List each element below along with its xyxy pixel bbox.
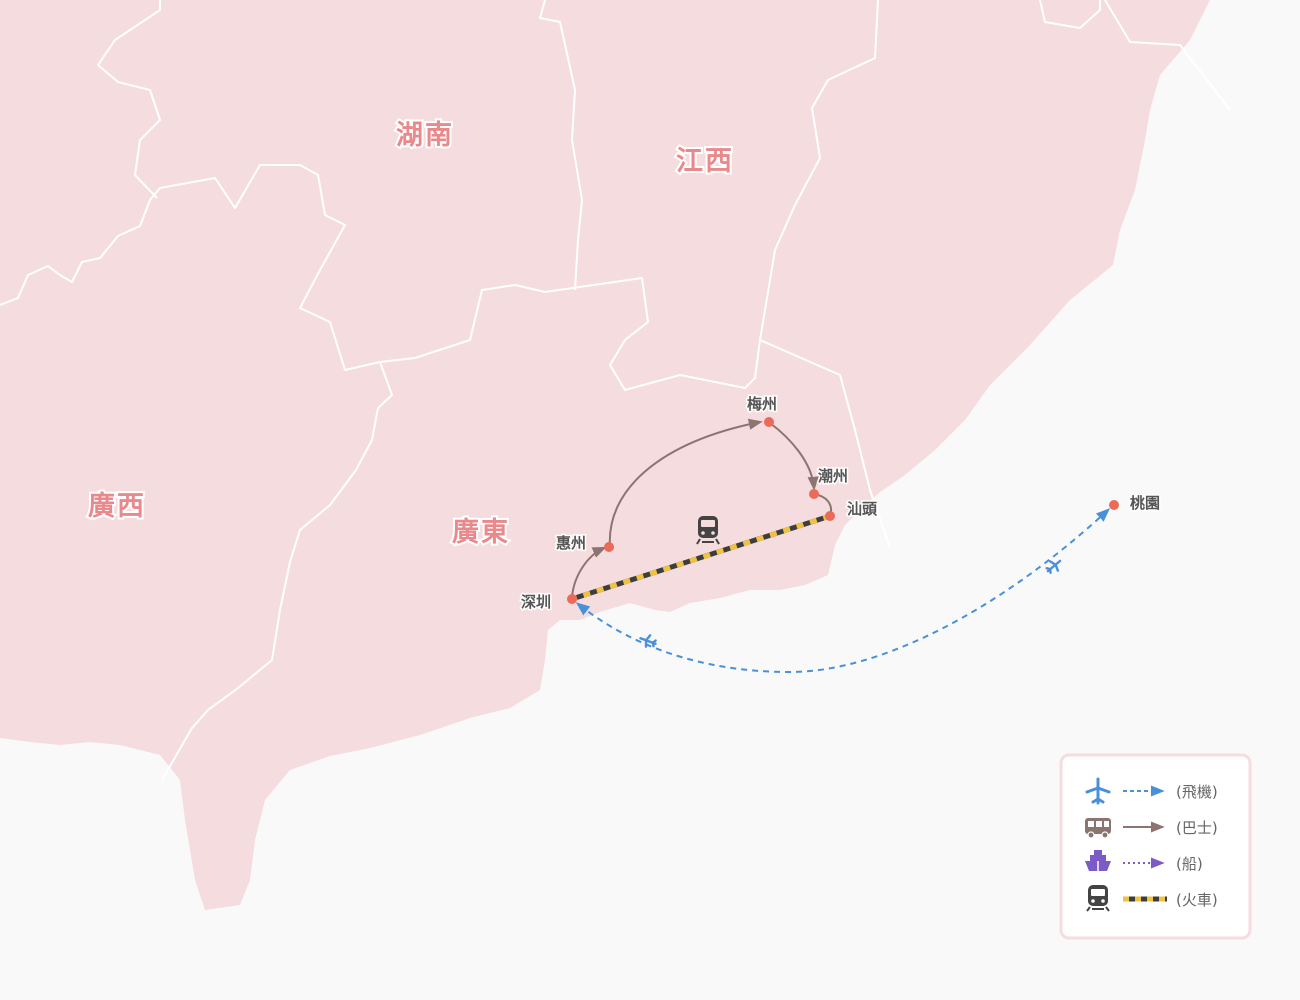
city-label-meizhou: 梅州	[747, 395, 777, 413]
legend: (飛機) (巴士) (船)	[1059, 753, 1252, 940]
city-dot-shantou	[825, 511, 835, 521]
city-dot-chaozhou	[809, 489, 819, 499]
city-label-chaozhou: 潮州	[818, 467, 848, 485]
city-dot-meizhou	[764, 417, 774, 427]
flight-route	[575, 508, 1111, 674]
province-label-hunan: 湖南	[396, 120, 454, 151]
city-label-huizhou: 惠州	[556, 534, 586, 552]
plane-icon	[1045, 559, 1062, 574]
province-label-jiangxi: 江西	[676, 146, 734, 177]
train-icon	[696, 516, 720, 545]
province-label-guangxi: 廣西	[88, 491, 146, 522]
city-label-shantou: 汕頭	[847, 500, 878, 518]
train-icon	[1086, 885, 1110, 912]
city-dot-taoyuan	[1109, 500, 1119, 510]
city-dot-shenzhen	[567, 594, 577, 604]
train-route	[571, 513, 831, 602]
plane-icon	[1085, 777, 1111, 805]
plane-icon	[639, 634, 657, 648]
ship-icon	[1085, 850, 1111, 871]
legend-box	[1059, 753, 1252, 940]
legend-label-plane: (飛機)	[1176, 783, 1218, 801]
legend-label-train: (火車)	[1176, 891, 1218, 909]
province-borders	[0, 0, 1230, 780]
city-dot-huizhou	[604, 542, 614, 552]
city-label-taoyuan: 桃園	[1130, 494, 1160, 512]
city-markers	[567, 417, 1119, 604]
land-area	[0, 0, 1210, 910]
province-label-guangdong: 廣東	[452, 517, 510, 548]
legend-label-bus: (巴士)	[1176, 819, 1218, 837]
bus-icon	[1085, 818, 1111, 839]
legend-label-ship: (船)	[1176, 855, 1203, 873]
city-label-shenzhen: 深圳	[521, 593, 551, 611]
